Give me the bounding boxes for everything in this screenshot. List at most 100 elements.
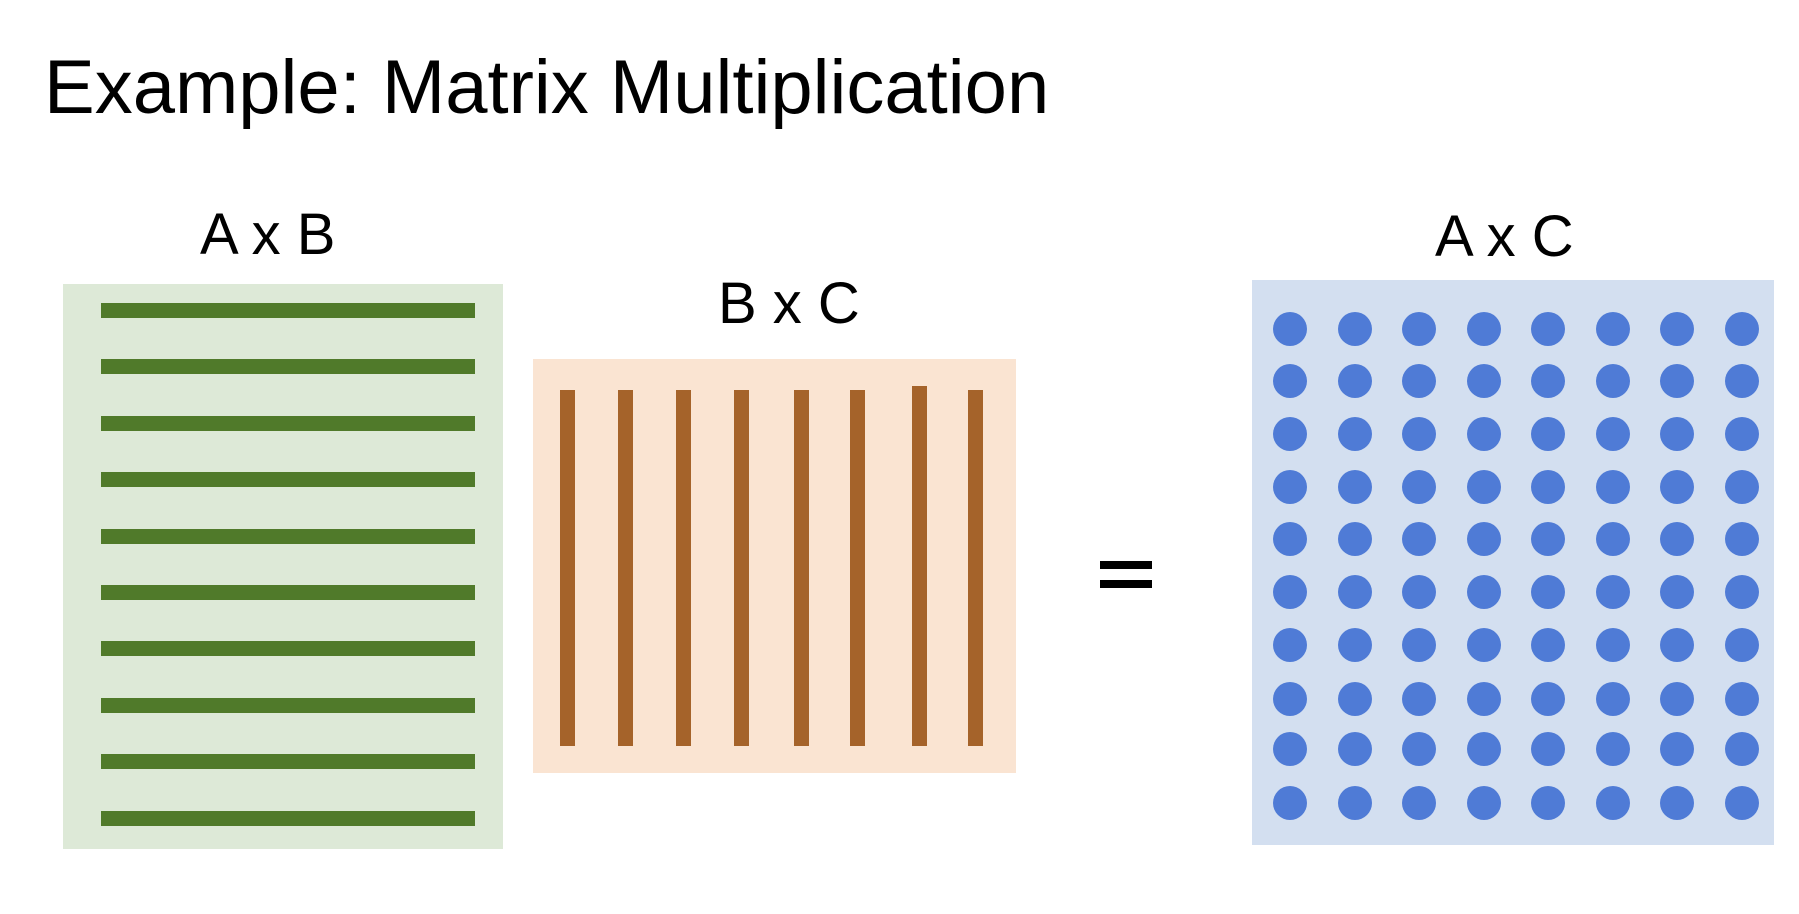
matrix-a-c-cell [1402, 682, 1436, 716]
matrix-a-b-row [101, 303, 475, 318]
matrix-a-c-cell [1467, 417, 1501, 451]
matrix-a-c-panel [1252, 280, 1774, 845]
matrix-a-c-cell [1338, 522, 1372, 556]
matrix-a-c-cell [1596, 417, 1630, 451]
matrix-a-c-cell [1531, 786, 1565, 820]
matrix-b-c-panel [533, 359, 1016, 773]
matrix-a-b-row [101, 641, 475, 657]
matrix-a-c-cell [1660, 470, 1694, 504]
matrix-a-c-label: A x C [1435, 204, 1574, 269]
matrix-a-c-cell [1531, 575, 1565, 609]
matrix-a-c-cell [1338, 682, 1372, 716]
matrix-a-c-cell [1402, 786, 1436, 820]
matrix-a-c-cell [1402, 628, 1436, 662]
matrix-b-c-column [676, 390, 691, 746]
matrix-a-c-cell [1725, 417, 1759, 451]
matrix-a-c-cell [1660, 312, 1694, 346]
matrix-a-c-cell [1273, 682, 1307, 716]
matrix-a-b-row [101, 810, 475, 826]
matrix-a-c-cell [1596, 786, 1630, 820]
matrix-a-c-cell [1338, 312, 1372, 346]
matrix-a-c-cell [1273, 364, 1307, 398]
matrix-a-b-row [101, 754, 475, 770]
matrix-a-c-cell [1273, 417, 1307, 451]
matrix-a-c-cell [1725, 470, 1759, 504]
matrix-a-c-cell [1725, 364, 1759, 398]
matrix-a-c-cell [1338, 364, 1372, 398]
matrix-a-b-row [101, 472, 475, 488]
matrix-a-c-cell [1273, 522, 1307, 556]
matrix-b-c-column [968, 390, 983, 746]
matrix-b-c-column [912, 386, 927, 746]
matrix-b-c-column [734, 390, 749, 746]
matrix-a-c-cell [1725, 522, 1759, 556]
matrix-a-b-row [101, 359, 475, 375]
matrix-a-c-cell [1596, 364, 1630, 398]
matrix-a-c-cell [1467, 682, 1501, 716]
matrix-a-c-cell [1531, 364, 1565, 398]
matrix-a-c-cell [1467, 575, 1501, 609]
matrix-b-c-label: B x C [718, 271, 860, 336]
matrix-a-c-cell [1273, 628, 1307, 662]
matrix-a-c-cell [1467, 470, 1501, 504]
matrix-a-c-cell [1660, 364, 1694, 398]
matrix-a-c-cell [1467, 786, 1501, 820]
matrix-a-c-cell [1402, 522, 1436, 556]
matrix-a-c-cell [1467, 364, 1501, 398]
matrix-a-c-cell [1402, 417, 1436, 451]
matrix-a-c-cell [1596, 522, 1630, 556]
matrix-a-c-cell [1273, 470, 1307, 504]
matrix-a-b-label: A x B [200, 202, 336, 267]
matrix-a-c-cell [1531, 732, 1565, 766]
matrix-a-c-cell [1660, 786, 1694, 820]
matrix-a-c-cell [1660, 732, 1694, 766]
matrix-a-b-row [101, 528, 475, 544]
matrix-a-c-cell [1273, 732, 1307, 766]
matrix-a-c-cell [1402, 364, 1436, 398]
matrix-a-c-cell [1402, 312, 1436, 346]
equals-sign [1100, 553, 1152, 595]
matrix-a-c-cell [1338, 575, 1372, 609]
matrix-a-c-cell [1660, 575, 1694, 609]
matrix-a-c-cell [1596, 575, 1630, 609]
matrix-a-c-cell [1273, 786, 1307, 820]
matrix-a-c-cell [1402, 470, 1436, 504]
matrix-a-c-cell [1467, 312, 1501, 346]
matrix-a-c-cell [1531, 522, 1565, 556]
matrix-a-c-cell [1596, 682, 1630, 716]
matrix-a-c-cell [1596, 732, 1630, 766]
matrix-a-c-cell [1725, 628, 1759, 662]
matrix-a-c-cell [1725, 732, 1759, 766]
matrix-a-c-cell [1531, 417, 1565, 451]
matrix-a-c-cell [1402, 732, 1436, 766]
matrix-a-c-cell [1725, 312, 1759, 346]
matrix-b-c-column [850, 390, 865, 746]
matrix-a-b-row [101, 697, 475, 713]
matrix-a-c-cell [1467, 522, 1501, 556]
matrix-a-c-cell [1531, 682, 1565, 716]
matrix-a-c-cell [1273, 312, 1307, 346]
matrix-b-c-column [560, 390, 575, 746]
matrix-a-c-cell [1338, 786, 1372, 820]
matrix-b-c-column [794, 390, 809, 746]
matrix-a-c-cell [1660, 682, 1694, 716]
matrix-a-c-cell [1596, 470, 1630, 504]
matrix-a-c-cell [1338, 470, 1372, 504]
matrix-a-c-cell [1273, 575, 1307, 609]
matrix-a-c-cell [1531, 470, 1565, 504]
matrix-a-c-cell [1725, 786, 1759, 820]
matrix-a-c-cell [1338, 732, 1372, 766]
matrix-a-c-cell [1660, 628, 1694, 662]
matrix-a-c-cell [1725, 575, 1759, 609]
matrix-a-c-cell [1725, 682, 1759, 716]
matrix-a-c-cell [1596, 312, 1630, 346]
matrix-b-c-column [618, 390, 633, 746]
matrix-a-c-cell [1467, 628, 1501, 662]
matrix-a-c-cell [1338, 417, 1372, 451]
matrix-a-c-cell [1402, 575, 1436, 609]
page-title: Example: Matrix Multiplication [44, 45, 1050, 130]
matrix-a-c-cell [1531, 628, 1565, 662]
matrix-a-c-cell [1467, 732, 1501, 766]
matrix-a-b-row [101, 415, 475, 431]
matrix-a-c-cell [1531, 312, 1565, 346]
